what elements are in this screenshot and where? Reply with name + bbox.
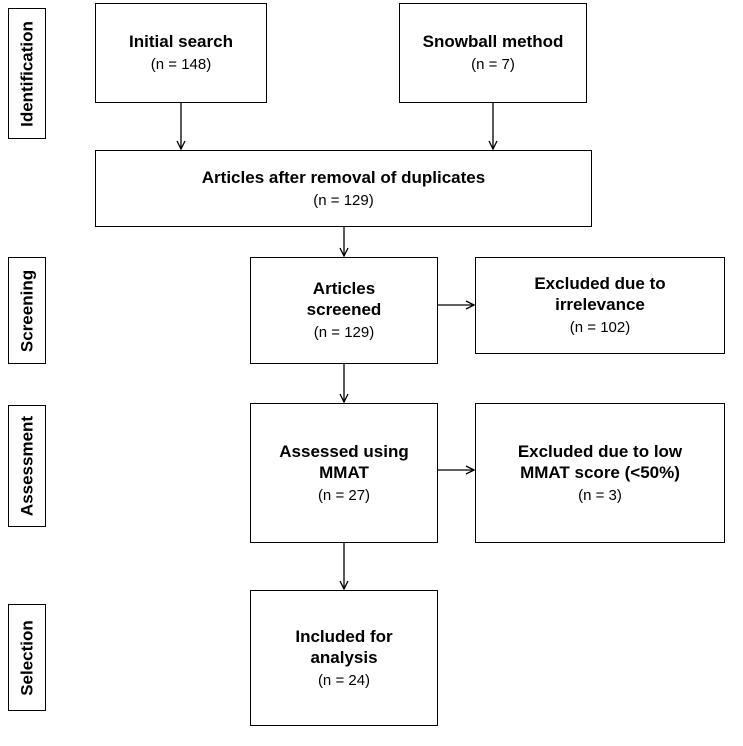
assessed-title: Assessed using MMAT (279, 441, 409, 482)
after-duplicates-box: Articles after removal of duplicates (n … (95, 150, 592, 227)
stage-label-identification: Identification (8, 8, 46, 139)
stage-label-selection-text: Selection (17, 619, 37, 696)
included-title: Included for analysis (295, 626, 393, 667)
screened-count: (n = 129) (313, 324, 375, 341)
screened-box: Articles screened (n = 129) (250, 257, 438, 364)
snowball-method-title: Snowball method (422, 32, 564, 51)
stage-label-assessment-text: Assessment (17, 415, 37, 517)
initial-search-box: Initial search (n = 148) (95, 3, 267, 103)
stage-label-identification-text: Identification (17, 20, 37, 127)
included-count: (n = 24) (317, 671, 371, 689)
excluded-low-score-title: Excluded due to low MMAT score (<50%) (517, 441, 683, 482)
excluded-irrelevance-title: Excluded due to irrelevance (534, 274, 666, 314)
included-box: Included for analysis (n = 24) (250, 590, 438, 726)
excluded-irrelevance-box: Excluded due to irrelevance (n = 102) (475, 257, 725, 354)
stage-label-screening-text: Screening (17, 269, 37, 352)
excluded-low-score-count: (n = 3) (578, 486, 622, 504)
stage-label-assessment: Assessment (8, 405, 46, 527)
excluded-irrelevance-count: (n = 102) (569, 319, 631, 336)
assessed-box: Assessed using MMAT (n = 27) (250, 403, 438, 543)
stage-label-selection: Selection (8, 604, 46, 711)
snowball-method-box: Snowball method (n = 7) (399, 3, 587, 103)
after-duplicates-count: (n = 129) (313, 191, 374, 209)
after-duplicates-title: Articles after removal of duplicates (201, 167, 486, 187)
initial-search-title: Initial search (129, 32, 233, 51)
assessed-count: (n = 27) (317, 486, 371, 504)
snowball-method-count: (n = 7) (471, 56, 515, 73)
stage-label-screening: Screening (8, 257, 46, 364)
excluded-low-score-box: Excluded due to low MMAT score (<50%) (n… (475, 403, 725, 543)
screened-title: Articles screened (306, 279, 382, 319)
initial-search-count: (n = 148) (150, 56, 212, 73)
